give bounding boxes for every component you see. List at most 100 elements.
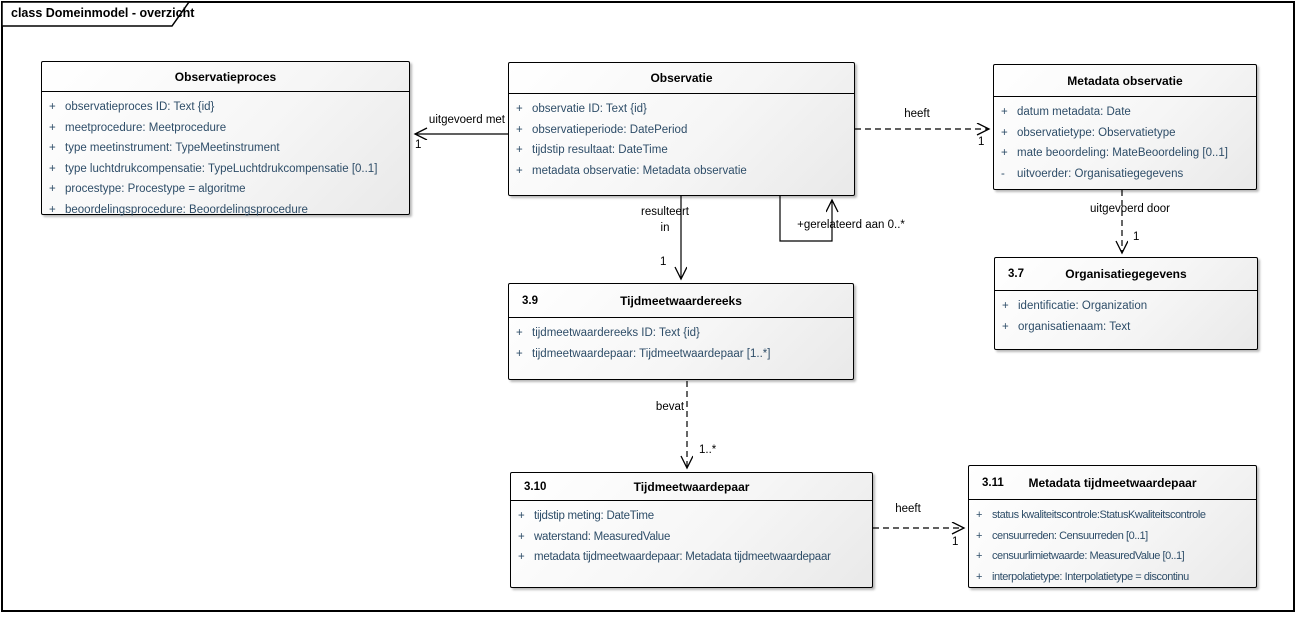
attribute-list: +datum metadata: Date + observatietype: O…	[994, 97, 1256, 184]
attribute-row: + meetprocedure: Meetprocedure	[42, 118, 407, 139]
attribute-row: +datum metadata: Date	[994, 102, 1254, 123]
multiplicity-resulteert-in: 1	[660, 256, 667, 268]
attribute-text: organisatienaam: Text	[1018, 320, 1131, 333]
visibility: +	[518, 510, 525, 522]
attribute-row: +metadata tijdmeetwaardepaar: Metadata t…	[511, 547, 870, 568]
attribute-row: +waterstand: MeasuredValue	[511, 527, 870, 548]
visibility: +	[49, 101, 56, 113]
attribute-row: + interpolatietype: Interpolatietype = di…	[969, 567, 1254, 588]
class-header: 3.7 Organisatiegegevens	[995, 258, 1257, 291]
class-name: Tijdmeetwaardereeks	[620, 293, 742, 308]
class-name: Metadata tijdmeetwaardepaar	[1028, 475, 1197, 490]
attribute-row: + metadata observatie: Metadata observati…	[509, 161, 852, 182]
attribute-text: meetprocedure: Meetprocedure	[65, 121, 227, 134]
class-number: 3.7	[1008, 268, 1024, 280]
attribute-list: + tijdmeetwaardereeks ID: Text {id} + tijd…	[509, 318, 853, 364]
visibility: +	[516, 144, 523, 156]
class-metadata-tijdmeetwaardepaar[interactable]: 3.11 Metadata tijdmeetwaardepaar +status…	[968, 465, 1257, 588]
attribute-text: waterstand: MeasuredValue	[534, 530, 671, 543]
visibility: +	[516, 164, 523, 177]
visibility: +	[516, 123, 523, 136]
attribute-text: mate beoordeling: MateBeoordeling [0..1]	[1017, 147, 1228, 159]
class-header: Observatie	[509, 63, 854, 94]
visibility: +	[516, 327, 523, 339]
attribute-text: observatieproces ID: Text {id}	[65, 101, 215, 113]
visibility: +	[49, 142, 56, 154]
attribute-text: tijdmeetwaardepaar: Tijdmeetwaardepaar […	[532, 347, 771, 360]
visibility: -	[1001, 167, 1005, 180]
diagram-tab-shape	[1, 1, 191, 27]
multiplicity-uitgevoerd-met: 1	[415, 139, 422, 151]
multiplicity-bevat: 1..*	[699, 444, 717, 456]
attribute-text: tijdstip resultaat: DateTime	[532, 144, 668, 156]
attribute-row: +beoordelingsprocedure: Beoordelingsproc…	[42, 200, 407, 221]
multiplicity-heeft-observatie: 1	[978, 136, 985, 148]
class-header: 3.9 Tijdmeetwaardereeks	[509, 284, 853, 318]
attribute-text: observatietype: Observatietype	[1017, 126, 1176, 139]
attribute-row: + observatietype: Observatietype	[994, 123, 1254, 144]
visibility: +	[516, 103, 523, 115]
attribute-text: identificatie: Organization	[1018, 300, 1148, 312]
visibility: +	[1001, 106, 1008, 118]
attribute-list: + observatie ID: Text {id} +observatieper…	[509, 94, 854, 181]
visibility: +	[976, 550, 982, 562]
attribute-text: observatie ID: Text {id}	[532, 103, 647, 115]
attribute-list: + identificatie: Organization + organisati…	[995, 291, 1257, 337]
class-name: Observatie	[650, 71, 713, 85]
visibility: +	[976, 570, 982, 583]
attribute-row: + mate beoordeling: MateBeoordeling [0..1…	[994, 143, 1254, 164]
attribute-row: + tijdmeetwaardepaar: Tijdmeetwaardepaar …	[509, 344, 851, 365]
class-organisatiegegevens[interactable]: 3.7 Organisatiegegevens + identificatie: …	[994, 257, 1258, 350]
attribute-text: censuurreden: Censuurreden [0..1]	[992, 529, 1148, 542]
attribute-text: tijdstip meting: DateTime	[534, 510, 654, 522]
connector-label-resulteert-in: resulteert in	[641, 206, 689, 234]
attribute-text: metadata observatie: Metadata observatie	[532, 164, 747, 177]
class-name: Observatieproces	[174, 69, 277, 84]
diagram-tab-title: class Domeinmodel - overzicht	[11, 6, 195, 20]
class-name: Tijdmeetwaardepaar	[633, 479, 750, 494]
class-header: 3.10 Tijdmeetwaardepaar	[511, 473, 872, 501]
connector-label-uitgevoerd-met: uitgevoerd met	[428, 114, 505, 126]
attribute-row: + censuurlimietwaarde: MeasuredValue [0..…	[969, 546, 1254, 567]
attribute-text: type meetinstrument: TypeMeetinstrument	[65, 142, 280, 154]
class-metadata-observatie[interactable]: Metadata observatie +datum metadata: Dat…	[993, 64, 1257, 190]
class-observatie[interactable]: Observatie + observatie ID: Text {id} +ob…	[508, 62, 855, 196]
attribute-row: + observatie ID: Text {id}	[509, 99, 852, 120]
class-number: 3.9	[522, 294, 538, 307]
class-observatieproces[interactable]: Observatieproces + observatieproces ID: T…	[41, 61, 410, 216]
attribute-row: + type meetinstrument: TypeMeetinstrument	[42, 138, 407, 159]
visibility: +	[976, 509, 982, 521]
visibility: +	[49, 121, 56, 134]
attribute-text: procestype: Procestype = algoritme	[65, 183, 246, 195]
attribute-row: +censuurreden: Censuurreden [0..1]	[969, 526, 1254, 547]
visibility: +	[1002, 300, 1009, 312]
visibility: +	[49, 162, 56, 175]
class-header: Observatieproces	[42, 62, 409, 92]
connector-gerelateerd-aan[interactable]	[779, 196, 832, 242]
connector-label-heeft-tijdmeetwaardepaar: heeft	[895, 503, 921, 515]
class-tijdmeetwaardereeks[interactable]: 3.9 Tijdmeetwaardereeks + tijdmeetwaarder…	[508, 283, 854, 380]
visibility: +	[1001, 147, 1008, 159]
attribute-text: interpolatietype: Interpolatietype = dis…	[992, 570, 1189, 583]
visibility: +	[1001, 126, 1008, 139]
connector-label-heeft-observatie: heeft	[904, 108, 930, 120]
attribute-text: tijdmeetwaardereeks ID: Text {id}	[532, 327, 700, 339]
class-name: Organisatiegegevens	[1065, 267, 1187, 281]
attribute-row: +observatieperiode: DatePeriod	[509, 120, 852, 141]
connector-label-bevat: bevat	[655, 401, 685, 413]
visibility: +	[516, 347, 523, 360]
visibility: +	[49, 183, 56, 195]
class-header: Metadata observatie	[994, 65, 1256, 97]
connector-label-uitgevoerd-door: uitgevoerd door	[1090, 203, 1170, 215]
class-header: 3.11 Metadata tijdmeetwaardepaar	[969, 466, 1256, 500]
attribute-text: beoordelingsprocedure: Beoordelingsproce…	[65, 203, 308, 216]
attribute-row: + tijdmeetwaardereeks ID: Text {id}	[509, 323, 851, 344]
multiplicity-heeft-tijdmeetwaardepaar: 1	[952, 536, 959, 548]
attribute-row: + observatieproces ID: Text {id}	[42, 97, 407, 118]
class-tijdmeetwaardepaar[interactable]: 3.10 Tijdmeetwaardepaar + tijdstip meting…	[510, 472, 873, 588]
attribute-text: censuurlimietwaarde: MeasuredValue [0..1…	[992, 550, 1185, 562]
attribute-row: +status kwaliteitscontrole:StatusKwalite…	[969, 505, 1254, 526]
attribute-row: + identificatie: Organization	[995, 296, 1255, 317]
attribute-list: + tijdstip meting: DateTime +waterstand: …	[511, 501, 872, 568]
attribute-row: +type luchtdrukcompensatie: TypeLuchtdru…	[42, 159, 407, 180]
